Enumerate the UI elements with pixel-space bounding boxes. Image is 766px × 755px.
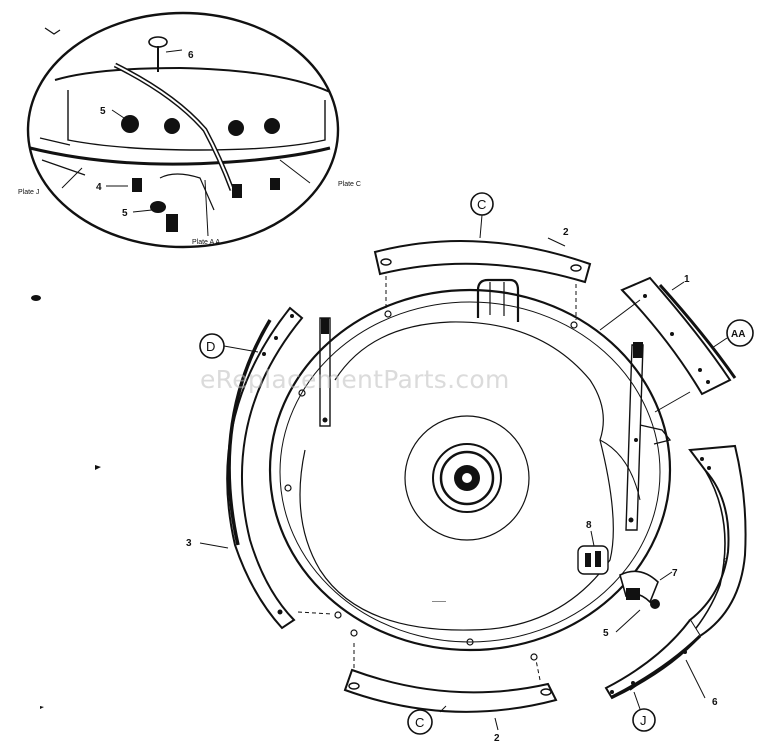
label-left-plate: 3 — [186, 538, 192, 549]
callout-bottom-j: J — [632, 691, 656, 732]
label-bottom-baffle: 2 — [494, 733, 500, 744]
bolt-group — [577, 530, 609, 575]
inset-deck-surface — [67, 90, 326, 151]
hardware-cluster: 7 5 8 — [577, 520, 678, 639]
inset-label-screw: 6 — [188, 50, 194, 61]
inset-plate-strip — [29, 146, 331, 166]
deck-rear-tab — [639, 424, 672, 445]
svg-text:C: C — [477, 197, 486, 212]
deck-right-post — [625, 342, 644, 531]
inset-label-nut-b: 5 — [122, 208, 128, 219]
deck-outer-rim — [268, 288, 672, 652]
deck-left-post — [319, 317, 331, 427]
deck-rim-holes — [284, 310, 578, 661]
inset-label-washer: 4 — [96, 182, 102, 193]
svg-text:J: J — [640, 713, 647, 728]
right-top-plate-part: 1 — [599, 274, 737, 413]
callout-bottom-c: C — [407, 709, 433, 735]
inset-lower-hardware — [106, 173, 280, 232]
deck-spindle — [404, 415, 530, 541]
inset-oval — [26, 11, 340, 249]
left-plate-part: 3 — [186, 306, 333, 630]
bottom-baffle-part: 2 — [343, 640, 558, 744]
inset-nuts — [111, 109, 280, 136]
deck-handle-bracket — [476, 278, 520, 322]
inset-detail: 6 5 4 5 Plate J Plate C Plate A A — [18, 11, 361, 709]
label-right-plate: 6 — [712, 697, 718, 708]
deck-inner-rim — [279, 301, 661, 643]
label-small-screw: 5 — [603, 628, 609, 639]
inset-label-nut-a: 5 — [100, 106, 106, 117]
deck-sweep-contour — [299, 321, 614, 631]
watermark-text: eReplacementParts.com — [200, 365, 510, 394]
label-bolt: 8 — [586, 520, 592, 531]
right-plate-mark: c — [723, 557, 727, 564]
label-top-baffle: 2 — [563, 227, 569, 238]
mower-deck: —— — [268, 278, 672, 661]
label-right-top-plate: 1 — [684, 274, 690, 285]
inset-deck-edge — [54, 66, 331, 93]
svg-text:AA: AA — [731, 329, 745, 340]
callout-left-d: D — [199, 333, 259, 359]
callout-top-c: C — [470, 192, 494, 216]
svg-text:D: D — [206, 339, 215, 354]
plate-callouts: C AA D C J — [199, 192, 754, 735]
top-baffle-part: 2 — [373, 214, 592, 320]
label-bracket: 7 — [672, 568, 678, 579]
callout-right-aa: AA — [711, 319, 754, 349]
inset-plate-left: Plate J — [18, 189, 39, 196]
inset-plate-right: Plate C — [338, 181, 361, 188]
inset-plate-bottom: Plate A A — [192, 239, 220, 246]
deck-center-mark: —— — [432, 598, 446, 605]
svg-text:C: C — [415, 715, 424, 730]
inset-screw — [148, 36, 183, 72]
right-plate-part: c 6 — [604, 444, 747, 708]
